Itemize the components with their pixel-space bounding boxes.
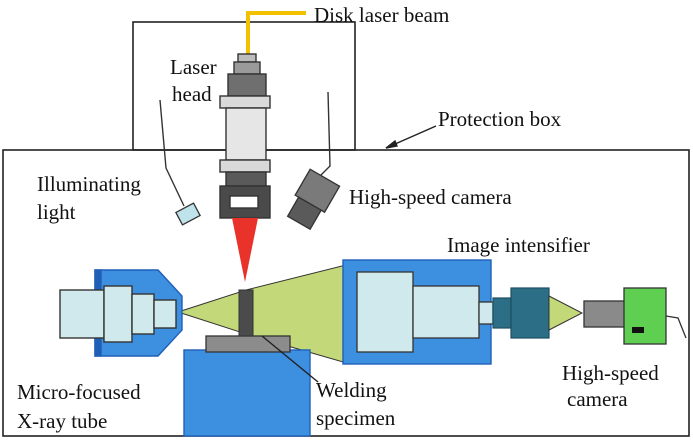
label-image-intensifier: Image intensifier [447, 233, 590, 257]
label-welding-specimen-line1: Welding [316, 378, 387, 402]
output-beam-cone [548, 295, 584, 331]
top-camera-cable [317, 91, 331, 179]
laser-beam [232, 218, 258, 282]
label-high-speed-camera-right-line1: High-speed [562, 361, 659, 385]
top-high-speed-camera [286, 168, 341, 231]
label-laser-head-line1: Laser [170, 55, 217, 79]
label-micro-focused-line1: Micro-focused [17, 380, 141, 404]
label-welding-specimen-line2: specimen [316, 406, 396, 430]
image-intensifier [342, 259, 494, 365]
xray-tube [59, 269, 183, 357]
illuminating-light-cable [159, 99, 185, 207]
label-high-speed-camera-top: High-speed camera [349, 185, 512, 209]
label-protection-box: Protection box [438, 107, 562, 131]
laser-head [219, 53, 271, 219]
label-illuminating-light-line1: Illuminating [37, 172, 141, 196]
protection-box-lower [2, 149, 690, 437]
xray-beam-cone-left [176, 289, 247, 335]
leader-lines [261, 125, 437, 383]
label-laser-head-line2: head [172, 82, 212, 106]
lens-block [492, 287, 550, 339]
label-high-speed-camera-right-line2: camera [567, 387, 628, 411]
laser-fiber [246, 11, 306, 58]
label-illuminating-light-line2: light [37, 200, 76, 224]
label-disk-laser-beam: Disk laser beam [314, 3, 449, 27]
label-micro-focused-line2: X-ray tube [17, 409, 107, 433]
right-high-speed-camera [583, 287, 687, 345]
illuminating-light [175, 202, 201, 226]
welding-specimen-stage [183, 289, 311, 437]
